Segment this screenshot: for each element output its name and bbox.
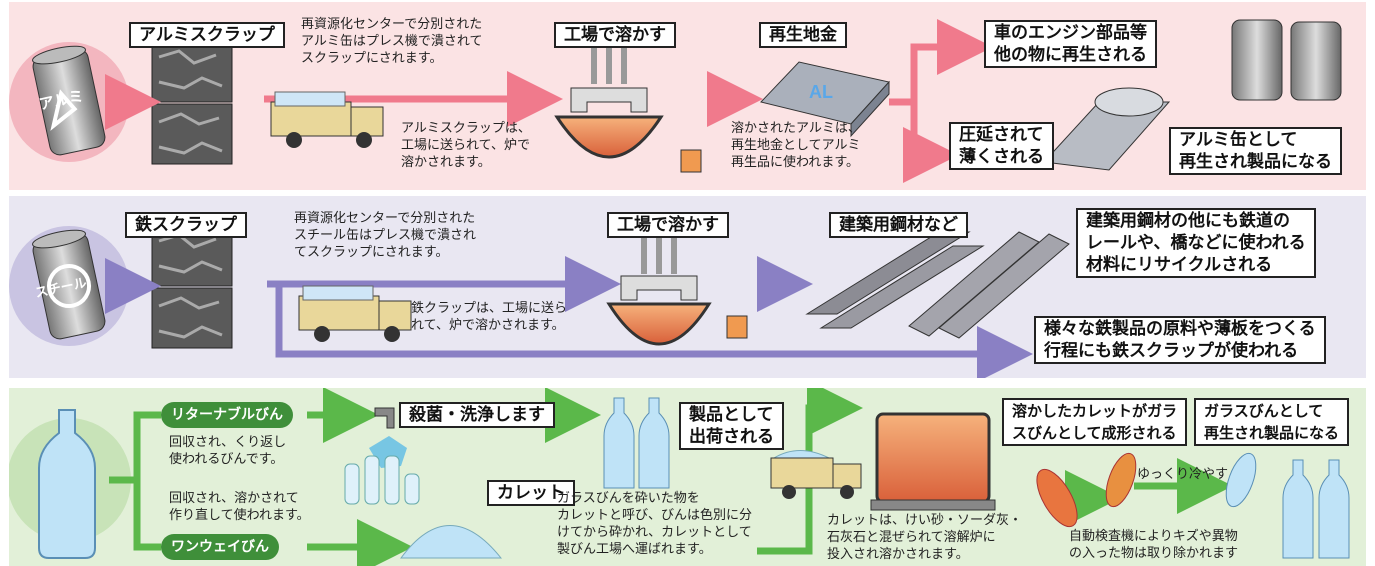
final-bottles-icon xyxy=(1282,459,1350,559)
shipped-bottles-icon xyxy=(603,397,670,489)
aluminum-scrap-label: アルミスクラップ xyxy=(129,22,285,48)
aluminum-graphics: AL xyxy=(9,19,1342,183)
sterilize-label: 殺菌・洗浄します xyxy=(399,402,555,428)
steel-beams-icon xyxy=(805,231,1070,339)
aluminum-ingot-icon: AL xyxy=(760,61,890,138)
steel-band: スチール 鉄スクラップ 再資源化センターで分別された スチール缶はプレス機で潰さ… xyxy=(9,196,1366,378)
forming-bottles-icon xyxy=(1036,452,1257,528)
aluminum-engine-label: 車のエンジン部品等 他の物に再生される xyxy=(984,20,1157,68)
oneway-label: ワンウェイびん xyxy=(161,534,279,560)
aluminum-furnace-icon xyxy=(554,44,702,173)
aluminum-roll-icon xyxy=(1042,87,1171,171)
aluminum-can-icon xyxy=(32,45,106,156)
aluminum-band: AL アルミ アルミスクラップ 再資源化センターで分別された アルミ缶はプレス機… xyxy=(9,2,1366,190)
glass-bottle-icon xyxy=(38,409,96,559)
aluminum-ingot-label: 再生地金 xyxy=(759,22,847,48)
mold-label: 溶かしたカレットがガラ スびんとして成形される xyxy=(1002,398,1188,446)
steel-melt-label: 工場で溶かす xyxy=(607,212,729,238)
steel-scrap-label: 鉄スクラップ xyxy=(125,212,247,238)
glass-band: リターナブルびん 回収され、くり返し 使われるびんです。 回収され、溶かされて … xyxy=(9,388,1366,566)
steel-factory-text: 鉄クラップは、工場に送ら れて、炉で溶かされます。 xyxy=(411,301,568,333)
glass-graphics xyxy=(9,388,1350,566)
aluminum-new-cans-icon xyxy=(1231,19,1342,101)
steel-building-label: 建築用鋼材など xyxy=(829,212,968,238)
cool-text: ゆっくり冷やす xyxy=(1137,467,1229,482)
cullet-pile-icon xyxy=(400,525,503,559)
steel-truck-icon xyxy=(298,285,412,342)
glass-truck-icon xyxy=(770,450,862,499)
ship-label: 製品として 出荷される xyxy=(679,402,784,450)
glass-furnace-icon xyxy=(870,412,996,511)
aluminum-ingot-text: 溶かされたアルミは、 再生地金としてアルミ 再生品に使われます。 xyxy=(731,121,861,170)
glass-melt-text: カレットは、けい砂・ソーダ灰・ 石灰石と混ぜられて溶解炉に 投入され溶かされます… xyxy=(827,513,1023,562)
ingot-mark: AL xyxy=(809,82,833,102)
steel-can-icon xyxy=(32,229,106,340)
glass-product-label: ガラスびんとして 再生され製品になる xyxy=(1194,398,1350,446)
steel-railway-label: 建築用鋼材の他にも鉄道の レールや、橋などに使われる 材料にリサイクルされる xyxy=(1076,208,1316,278)
glass-arrow-split xyxy=(109,411,161,551)
inspect-text: 自動検査機によりキズや異物 の入った物は取り除かれます xyxy=(1069,529,1239,561)
cullet-text: ガラスびんを砕いた物を カレットと呼び、びんは色別に分 けてから砕かれ、カレット… xyxy=(557,491,753,557)
aluminum-melt-label: 工場で溶かす xyxy=(554,22,676,48)
returnable-label: リターナブルびん xyxy=(161,402,293,428)
steel-scrap-blocks xyxy=(151,225,233,349)
washing-bottles-icon xyxy=(344,455,420,505)
cullet-label: カレット xyxy=(487,480,575,506)
aluminum-truck-icon xyxy=(270,91,384,148)
aluminum-scrap-blocks xyxy=(151,41,233,165)
steel-furnace-icon xyxy=(606,234,748,346)
steel-arrow-to-products xyxy=(275,284,1033,378)
aluminum-sorting-text: 再資源化センターで分別された アルミ缶はプレス機で潰されて スクラップにされます… xyxy=(301,17,483,66)
steel-sorting-text: 再資源化センターで分別された スチール缶はプレス機で潰され てスクラップにされま… xyxy=(294,211,477,260)
returnable-text: 回収され、くり返し 使われるびんです。 xyxy=(169,435,287,467)
oneway-text: 回収され、溶かされて 作り直して使われます。 xyxy=(169,491,310,523)
aluminum-factory-text: アルミスクラップは、 工場に送られて、炉で 溶かされます。 xyxy=(401,121,531,170)
aluminum-rolled-label: 圧延されて 薄くされる xyxy=(949,122,1054,170)
steel-products-label: 様々な鉄製品の原料や薄板をつくる 行程にも鉄スクラップが使われる xyxy=(1034,316,1326,364)
aluminum-can-product-label: アルミ缶として 再生され製品になる xyxy=(1169,127,1342,175)
